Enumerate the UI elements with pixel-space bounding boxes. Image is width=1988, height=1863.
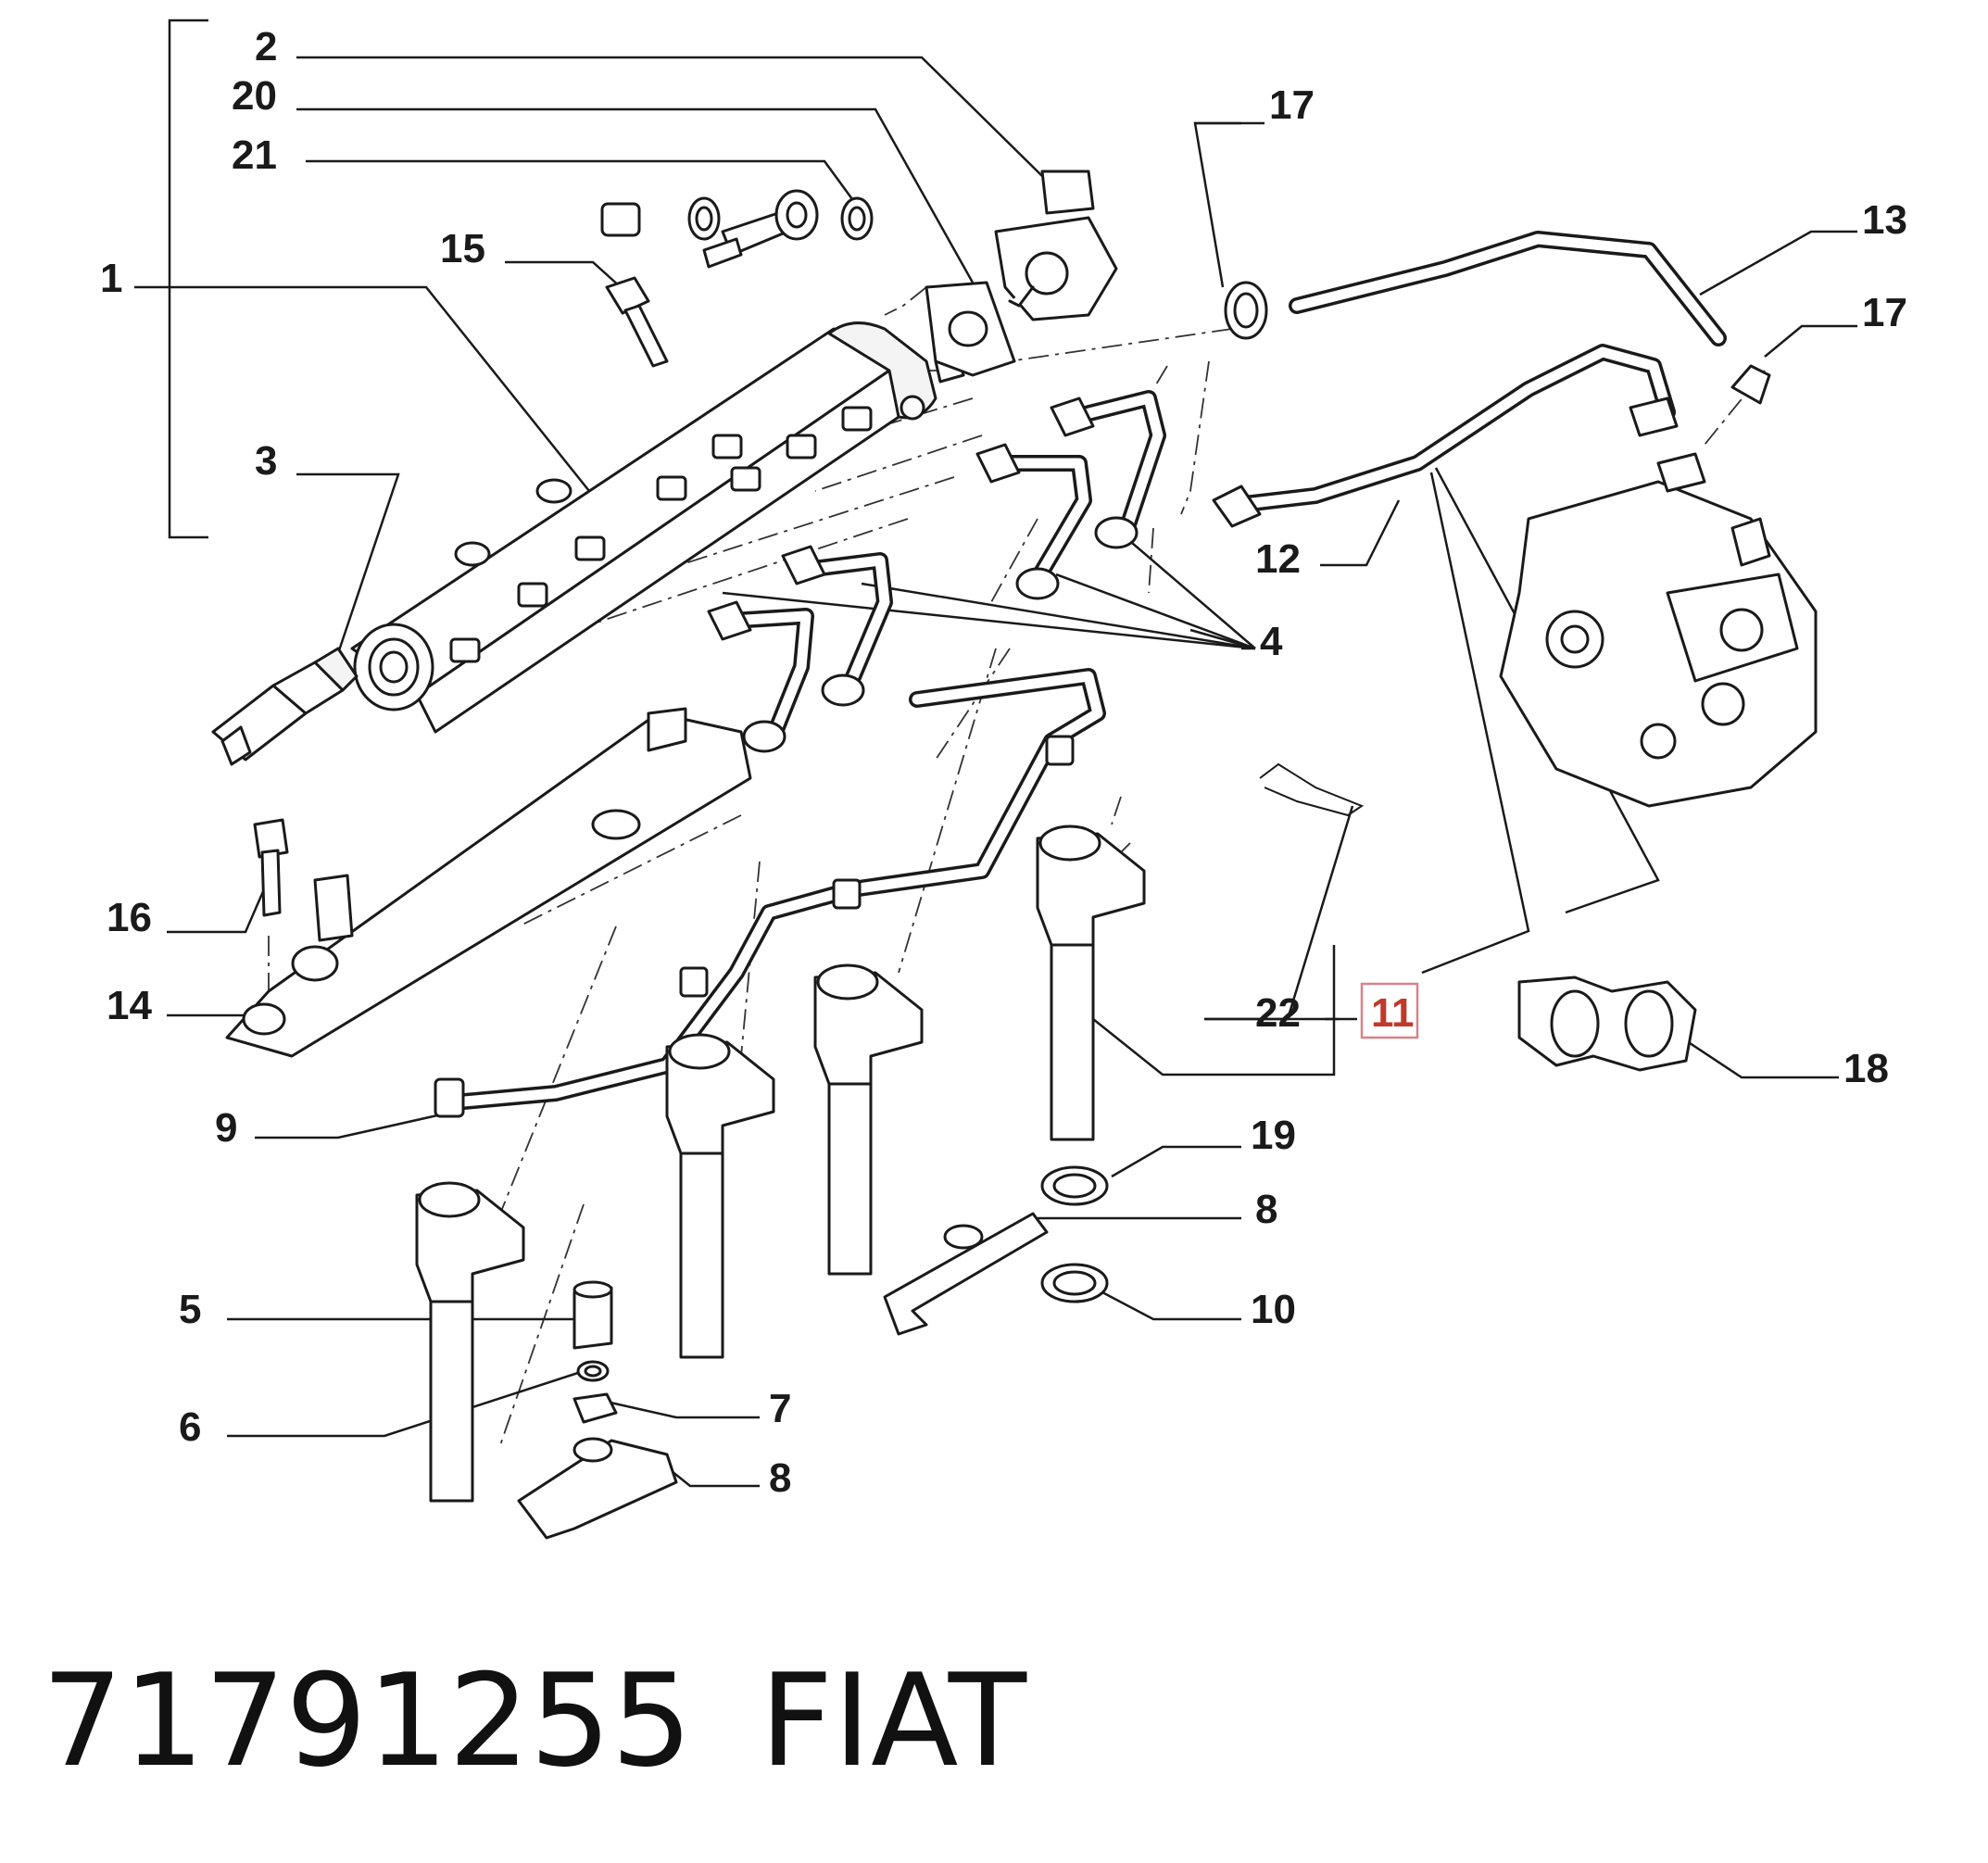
- part-number: 71791255: [42, 1646, 692, 1795]
- callout-11-highlight-box: [1360, 982, 1419, 1039]
- callout-6: 6: [179, 1404, 201, 1450]
- callout-19: 19: [1251, 1113, 1296, 1158]
- regulator-gasket: [925, 281, 1016, 377]
- washer: [576, 1360, 610, 1382]
- callout-11: 11: [1371, 990, 1415, 1036]
- callout-10: 10: [1251, 1287, 1296, 1332]
- fuel-rail: [350, 321, 965, 734]
- callout-17-right: 17: [1862, 290, 1907, 335]
- hose-clamp: [1224, 281, 1268, 340]
- spring-clip: [1259, 762, 1365, 817]
- callout-4: 4: [1260, 619, 1283, 664]
- injector: [665, 1033, 775, 1359]
- callout-17-top: 17: [1269, 82, 1315, 128]
- nut: [572, 1392, 618, 1424]
- footer: 71791255 FIAT: [42, 1646, 1027, 1795]
- callout-18: 18: [1843, 1046, 1889, 1091]
- callout-15: 15: [440, 226, 485, 271]
- injector: [813, 963, 924, 1276]
- injector: [1036, 825, 1146, 1141]
- callout-14: 14: [107, 983, 152, 1028]
- callout-7: 7: [769, 1386, 791, 1431]
- injector-clamp: [883, 1212, 1049, 1336]
- leader-lines: [134, 56, 1857, 1488]
- callout-9: 9: [215, 1105, 237, 1151]
- callout-22: 22: [1255, 990, 1301, 1036]
- injector-clamp: [517, 1437, 678, 1540]
- sleeve: [572, 1280, 613, 1350]
- pipe-clip-holder: [1517, 976, 1697, 1072]
- callout-12: 12: [1255, 536, 1301, 582]
- rail-mounting-bolt: [605, 276, 669, 368]
- callout-labels: 2 20 21 15 1 3 17 13 17 12 4 16 22 11 14…: [100, 24, 1907, 1501]
- return-hose: [1289, 231, 1727, 346]
- callout-13: 13: [1862, 197, 1907, 243]
- injector: [415, 1181, 525, 1503]
- callout-3: 3: [255, 438, 277, 484]
- rail-pressure-sensor: [211, 647, 359, 766]
- injector-pipes: [707, 390, 1166, 753]
- callout-16: 16: [107, 895, 152, 940]
- banjo-fitting: [600, 189, 874, 269]
- high-pressure-pipe: [1212, 344, 1679, 528]
- rail-outlet-port: [449, 406, 873, 663]
- callout-1: 1: [100, 256, 122, 301]
- cover-bolt: [253, 818, 289, 917]
- leak-off-pipe: [434, 668, 1106, 1118]
- callout-8-right: 8: [1255, 1187, 1277, 1232]
- callout-20: 20: [232, 73, 277, 119]
- callout-2: 2: [255, 24, 277, 69]
- pressure-regulator: [994, 170, 1118, 321]
- high-pressure-pump: [1499, 452, 1818, 808]
- brand-name: FIAT: [760, 1646, 1027, 1795]
- group-bracket-rail: [168, 19, 208, 539]
- callout-5: 5: [179, 1287, 201, 1332]
- callout-21: 21: [232, 132, 277, 178]
- copper-washer: [1040, 1165, 1109, 1206]
- copper-washer: [1040, 1263, 1109, 1303]
- injector-cover: [225, 707, 752, 1058]
- hose-clamp: [1730, 364, 1771, 405]
- callout-8-bottom: 8: [769, 1455, 791, 1501]
